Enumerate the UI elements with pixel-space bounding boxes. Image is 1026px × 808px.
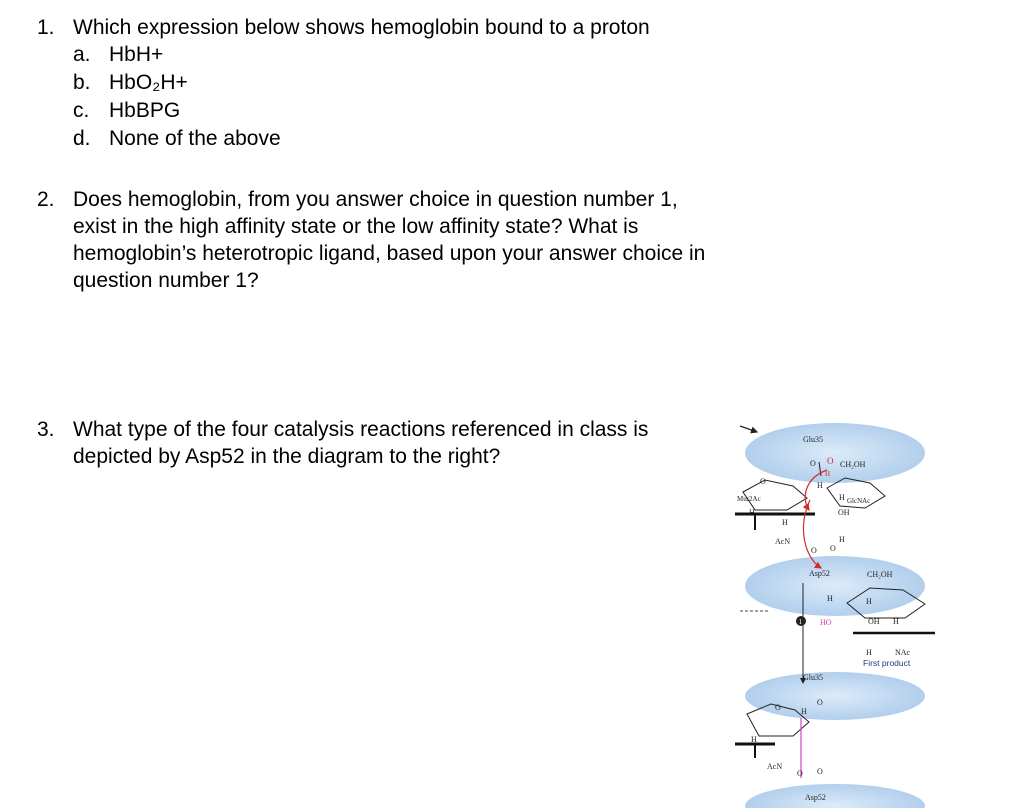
- option-letter: d.: [73, 127, 91, 150]
- mur2ac-ring: [742, 479, 808, 511]
- question-text-line: Which expression below shows hemoglobin …: [73, 16, 650, 39]
- answer-option-c: c. HbBPG: [73, 97, 180, 124]
- enzyme-domain-lower: [745, 672, 925, 720]
- oxygen-atom: O: [811, 546, 817, 555]
- option-text: HbBPG: [109, 99, 181, 122]
- oxygen-atom: O: [810, 459, 816, 468]
- question-text-line: question number 1?: [73, 269, 259, 292]
- hydrogen-atom: H: [827, 594, 833, 603]
- option-letter: b.: [73, 71, 91, 94]
- hydroxyl-label: OH: [868, 617, 880, 626]
- option-text: HbH+: [109, 43, 164, 66]
- hydrogen-atom: H: [801, 707, 807, 716]
- question-text-line: What type of the four catalysis reaction…: [73, 418, 649, 441]
- option-letter: c.: [73, 99, 90, 122]
- answer-option-d: d. None of the above: [73, 125, 281, 152]
- question-number: 2.: [37, 188, 55, 211]
- asp52-label: Asp52: [805, 793, 826, 802]
- oxygen-atom: O: [797, 769, 803, 778]
- glcnac-label: GlcNAc: [847, 497, 870, 505]
- electron-arrow: [802, 499, 823, 569]
- enzyme-domain-top: [745, 423, 925, 483]
- question-text-line: exist in the high affinity state or the …: [73, 215, 639, 238]
- hydrogen-atom: H: [817, 481, 823, 490]
- oxygen-atom: O: [817, 698, 823, 707]
- option-text: None of the above: [109, 127, 281, 150]
- asp52-label: Asp52: [809, 569, 830, 578]
- oxygen-atom: O: [775, 703, 781, 712]
- step-badge: [796, 616, 806, 626]
- enzyme-domain-bottom: [745, 784, 925, 808]
- hydrogen-atom: H: [839, 535, 845, 544]
- hydroxyl-label: HO: [820, 618, 832, 627]
- answer-option-b: b. HbO₂H+: [73, 69, 188, 96]
- glu35-label: Glu35: [803, 673, 823, 682]
- step-number: 1: [799, 618, 803, 626]
- glcnac-ring: [826, 477, 886, 509]
- ch2oh-label: CH₂OH: [840, 460, 866, 469]
- question-text-line: hemoglobin’s heterotropic ligand, based …: [73, 242, 706, 265]
- hydroxyl-label: OH: [838, 508, 850, 517]
- hydrogen-atom: H: [866, 648, 872, 657]
- hydrogen-atom: H: [825, 470, 830, 478]
- question-text-line: depicted by Asp52 in the diagram to the …: [73, 445, 501, 468]
- oxygen-atom: O: [817, 767, 823, 776]
- ch2oh-label: CH₂OH: [867, 570, 893, 579]
- first-product-label: First product: [863, 658, 911, 668]
- acn-label: AcN: [767, 762, 782, 771]
- arrow-icon: [739, 425, 759, 434]
- bond: [818, 461, 822, 477]
- glu35-label: Glu35: [803, 435, 823, 444]
- oxygen-atom: O: [760, 477, 766, 486]
- hydrogen-atom: H: [893, 617, 899, 626]
- acn-label: AcN: [775, 537, 790, 546]
- product-ring: [846, 587, 926, 619]
- mur2ac-label: Mur2Ac: [737, 495, 761, 503]
- hydrogen-atom: H: [866, 597, 872, 606]
- hydrogen-atom: H: [751, 735, 757, 744]
- question-number: 1.: [37, 16, 55, 39]
- question-text-line: Does hemoglobin, from you answer choice …: [73, 188, 678, 211]
- answer-option-a: a. HbH+: [73, 41, 163, 68]
- question-number: 3.: [37, 418, 55, 441]
- oxygen-atom: O: [827, 456, 834, 466]
- option-text: HbO₂H+: [109, 71, 188, 94]
- lysozyme-mechanism-diagram: Glu35 O O H CH₂OH GlcNAc H H OH Mur2Ac O…: [735, 423, 935, 808]
- hydrogen-atom: H: [782, 518, 788, 527]
- hydrogen-atom: H: [839, 493, 845, 502]
- option-letter: a.: [73, 43, 91, 66]
- enzyme-domain-middle: [745, 556, 925, 616]
- oxygen-atom: O: [830, 544, 836, 553]
- sugar-ring: [746, 703, 810, 737]
- nac-label: NAc: [895, 648, 911, 657]
